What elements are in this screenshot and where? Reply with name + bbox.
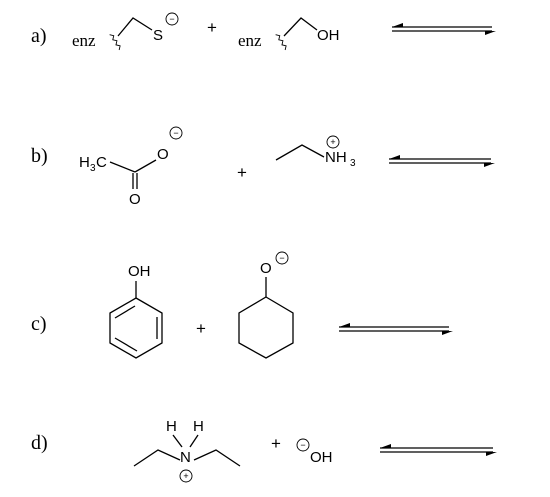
- reaction-b-label: b): [31, 145, 48, 167]
- aromatic-double-bond: [114, 305, 136, 319]
- positive-charge: +: [179, 469, 193, 483]
- cyclohexane-ring: [238, 296, 294, 359]
- reaction-c: c) OH + O −: [31, 251, 453, 359]
- benzene-ring: [109, 297, 163, 359]
- svg-text:+: +: [183, 471, 188, 481]
- equilibrium-arrow: [339, 323, 453, 335]
- methyl-c: C: [96, 154, 107, 171]
- ethyl-chain-right: [193, 449, 241, 467]
- reaction-d-label: d): [31, 432, 48, 454]
- svg-text:−: −: [169, 14, 174, 24]
- reaction-a-thiolate: enz S −: [72, 12, 179, 51]
- anion-oxygen: O: [260, 260, 272, 277]
- negative-charge: −: [165, 12, 179, 26]
- sulfur-atom: S: [153, 27, 163, 44]
- ethyl-chain: [275, 144, 325, 161]
- nitrogen-atom: N: [180, 449, 191, 466]
- reaction-c-cyclohexoxide: O −: [238, 251, 294, 359]
- hydrogen-atom: H: [166, 418, 177, 435]
- svg-text:−: −: [300, 440, 305, 450]
- hydrogen-atom: H: [193, 418, 204, 435]
- nh3-subscript: 3: [350, 158, 356, 169]
- reaction-a-alcohol: enz OH: [238, 17, 340, 51]
- wavy-bond: [109, 34, 121, 51]
- carbon-chain: [283, 17, 318, 37]
- plus-sign-a: +: [207, 18, 217, 37]
- hydroxide-ion: OH: [310, 449, 333, 466]
- negative-charge: −: [169, 126, 183, 140]
- reaction-b-carboxylate: H 3 C O O −: [79, 126, 183, 208]
- reaction-a-label: a): [31, 25, 47, 47]
- reaction-d-hydroxide: − OH: [296, 438, 333, 466]
- hydroxyl-group: OH: [317, 27, 340, 44]
- carbon-chain: [117, 17, 153, 37]
- equilibrium-arrow: [389, 155, 495, 167]
- n-h-bond: [189, 434, 199, 448]
- equilibrium-arrow: [392, 23, 496, 35]
- reaction-b-ammonium: + NH 3: [275, 135, 356, 169]
- svg-text:+: +: [330, 137, 335, 147]
- negative-charge: −: [275, 251, 289, 265]
- n-h-bond: [172, 434, 183, 448]
- reaction-d-diethylammonium: H H N +: [133, 418, 241, 483]
- reaction-b: b) H 3 C O O − + + NH 3: [31, 126, 495, 208]
- plus-sign-c: +: [196, 319, 206, 338]
- hydroxyl-group: OH: [128, 263, 151, 280]
- reaction-d: d) H H N + + − OH: [31, 418, 497, 483]
- nitrogen-atom: NH: [325, 149, 347, 166]
- reaction-c-phenol: OH: [109, 263, 163, 359]
- aromatic-double-bond: [114, 337, 138, 352]
- methyl-subscript: 3: [90, 163, 96, 174]
- equilibrium-arrow: [380, 444, 497, 456]
- enz-label: enz: [238, 31, 262, 50]
- positive-charge: +: [326, 135, 340, 149]
- enz-label: enz: [72, 31, 96, 50]
- c-c-bond: [109, 161, 136, 173]
- carbonyl-oxygen: O: [129, 191, 141, 208]
- reaction-a: a) enz S − + enz OH: [31, 12, 496, 51]
- wavy-bond: [275, 34, 287, 51]
- plus-sign-b: +: [237, 163, 247, 182]
- anion-oxygen: O: [157, 146, 169, 163]
- plus-sign-d: +: [271, 434, 281, 453]
- methyl-h: H: [79, 154, 90, 171]
- svg-text:−: −: [173, 128, 178, 138]
- c-o-bond: [134, 159, 157, 173]
- ethyl-chain-left: [133, 449, 181, 467]
- negative-charge: −: [296, 438, 310, 452]
- svg-text:−: −: [279, 253, 284, 263]
- reaction-c-label: c): [31, 313, 47, 335]
